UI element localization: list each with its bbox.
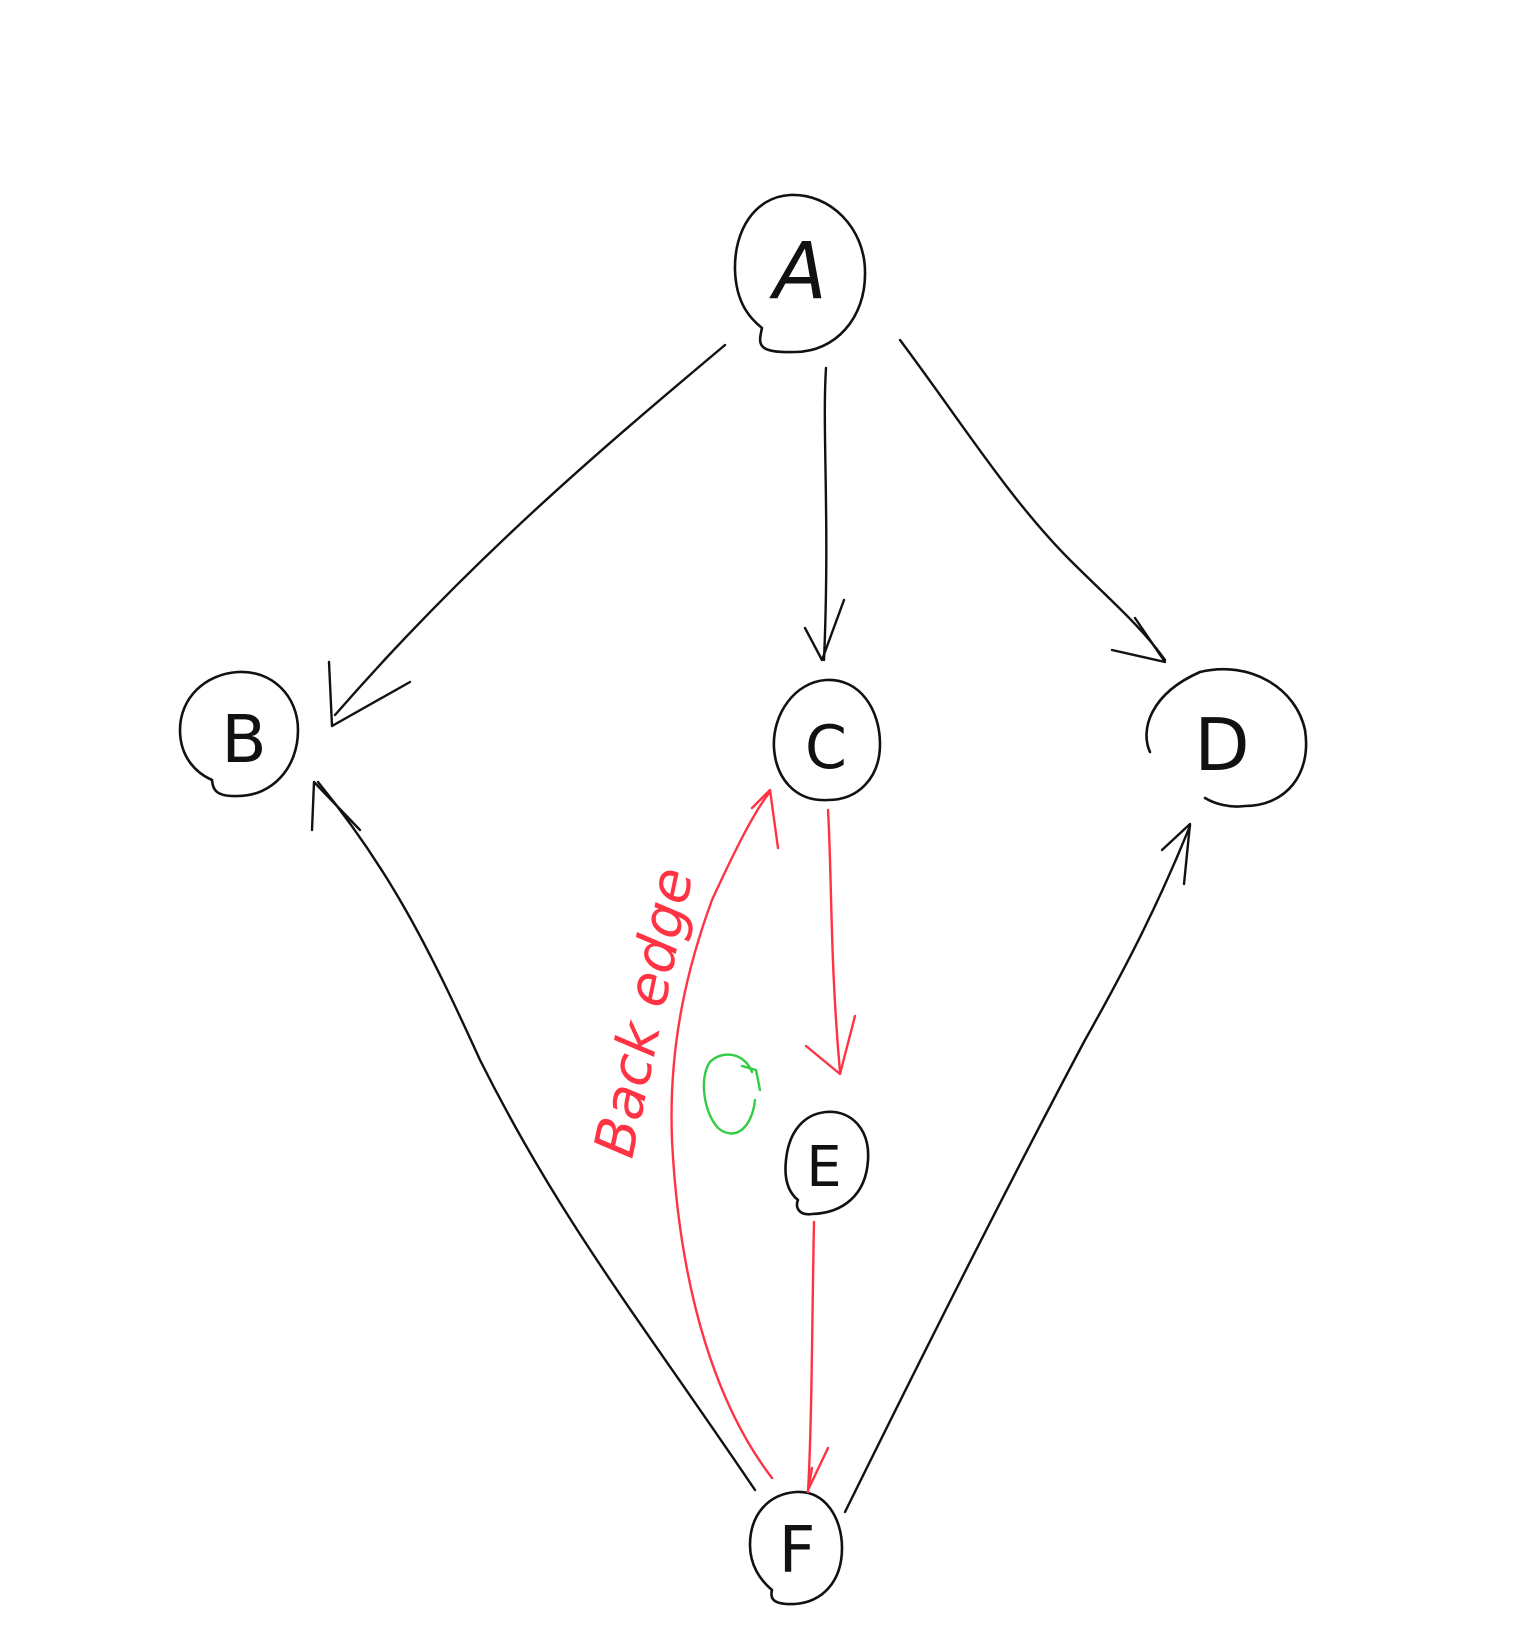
node-b: B xyxy=(178,670,300,798)
node-a-circle xyxy=(733,193,867,354)
node-d-label: D xyxy=(1194,703,1249,787)
arrowhead xyxy=(803,598,846,662)
node-f-label: F xyxy=(779,1514,816,1588)
node-e-circle xyxy=(784,1110,870,1216)
node-a: A xyxy=(733,193,867,354)
node-c-circle xyxy=(772,678,882,802)
node-d-circle xyxy=(1145,667,1308,808)
node-e: E xyxy=(784,1110,870,1216)
arrowhead xyxy=(806,1446,830,1492)
arrowhead xyxy=(804,1014,857,1076)
edge-e-f xyxy=(806,1220,830,1494)
node-d: D xyxy=(1145,667,1308,808)
edge-a-c xyxy=(803,366,846,662)
edge-f-b xyxy=(310,780,757,1492)
edge-c-e xyxy=(804,808,857,1076)
edge-a-b xyxy=(327,343,727,728)
node-c-label: C xyxy=(805,713,847,783)
arrowhead xyxy=(1110,616,1167,664)
edge-f-c-back-edge xyxy=(670,788,780,1480)
node-e-label: E xyxy=(806,1135,841,1200)
node-b-circle xyxy=(178,670,300,798)
node-c: C xyxy=(772,678,882,802)
edge-f-d xyxy=(843,822,1192,1514)
arrowhead xyxy=(310,780,362,832)
cycle-arrow-icon xyxy=(702,1053,762,1135)
node-f: F xyxy=(748,1490,844,1606)
arrowhead xyxy=(1160,822,1192,886)
back-edge-label: Back edge xyxy=(582,862,707,1163)
node-b-label: B xyxy=(221,701,266,778)
node-f-circle xyxy=(748,1490,844,1606)
edge-a-d xyxy=(898,338,1167,664)
node-a-label: A xyxy=(768,227,826,317)
arrowhead xyxy=(327,660,412,728)
arrowhead xyxy=(750,788,780,850)
